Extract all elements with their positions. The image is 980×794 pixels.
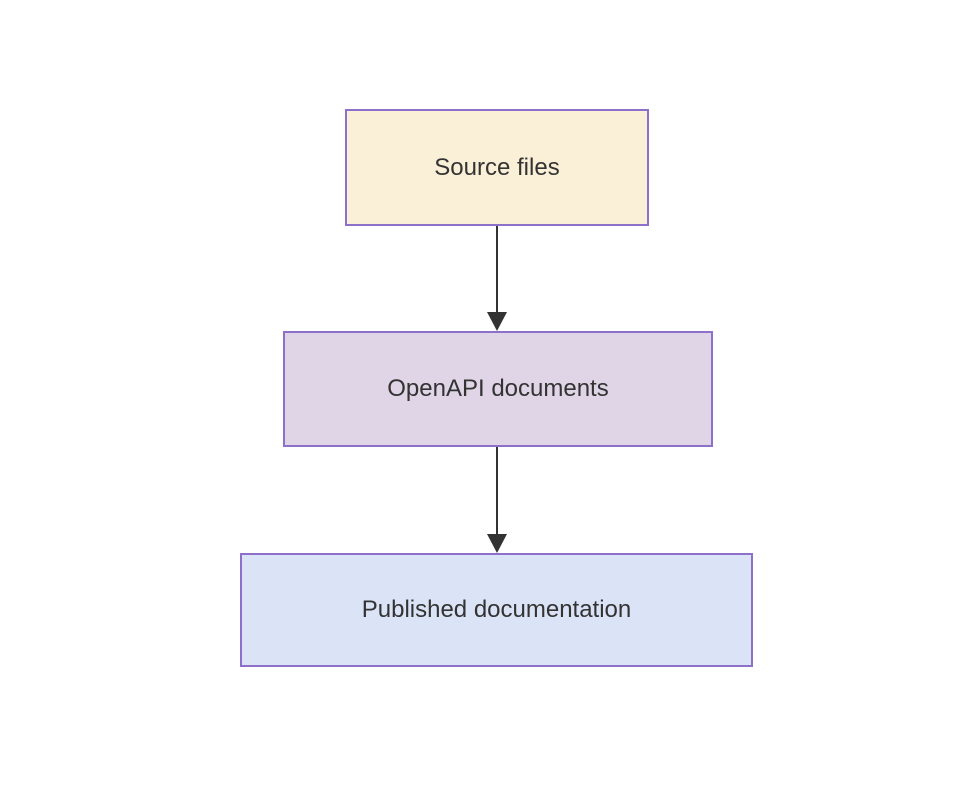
node-source-files-label: Source files xyxy=(434,153,560,181)
node-published-documentation: Published documentation xyxy=(240,553,753,667)
node-published-documentation-label: Published documentation xyxy=(361,596,632,623)
arrow-head-icon xyxy=(487,534,507,553)
node-openapi-documents: OpenAPI documents xyxy=(283,331,713,447)
arrow-head-icon xyxy=(487,312,507,331)
node-source-files: Source files xyxy=(345,109,649,226)
node-openapi-documents-label: OpenAPI documents xyxy=(387,375,609,402)
arrow-openapi-to-published xyxy=(487,447,507,553)
arrow-source-to-openapi xyxy=(487,226,507,331)
